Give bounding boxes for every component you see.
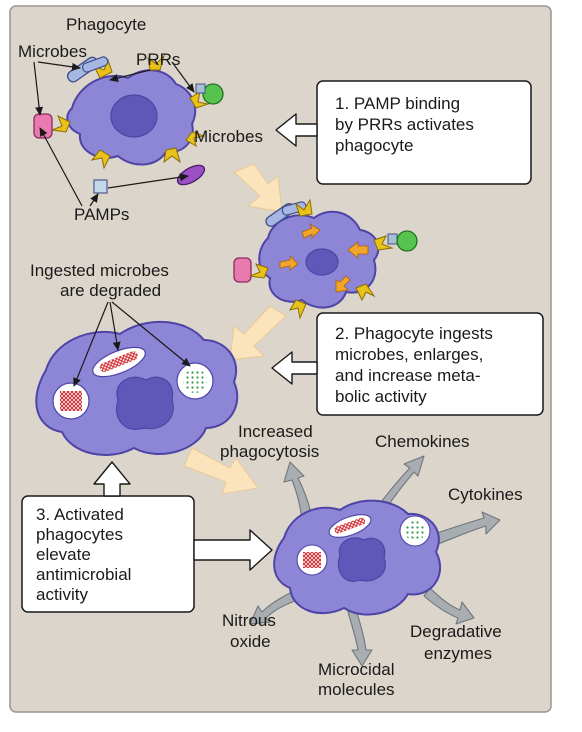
radiating-arrow-cytokines: [433, 511, 501, 545]
prr-receptor: [295, 198, 313, 217]
label-cytokines: Cytokines: [448, 485, 523, 504]
label-increased-phagocytosis: Increased phagocytosis: [220, 422, 319, 461]
prr-receptor: [90, 149, 111, 170]
microbe-blue-square: [93, 179, 108, 194]
nucleus: [337, 537, 386, 582]
radiating-arrow-microcidal: [347, 609, 373, 667]
nucleus: [305, 248, 339, 276]
label-microbes-top: Microbes: [18, 42, 87, 61]
label-microbes-right: Microbes: [194, 127, 263, 146]
signal-arrow: [335, 275, 351, 293]
step3-text: 3. Activated phagocytes elevate antimicr…: [36, 505, 136, 604]
degraded-microbe-red: [60, 391, 82, 411]
resting-phagocyte: [33, 54, 224, 194]
radiating-arrow-phagocytosis: [283, 461, 313, 521]
prr-receptor: [288, 299, 307, 320]
label-microcidal-molecules: Microcidal molecules: [318, 660, 399, 699]
step2-pointer-arrow: [271, 351, 318, 385]
step1-text: 1. PAMP binding by PRRs activates phagoc…: [335, 94, 479, 155]
prr-receptor: [355, 283, 376, 302]
label-chemokines: Chemokines: [375, 432, 470, 451]
label-ingested: Ingested microbes are degraded: [30, 261, 174, 300]
step1-pointer-arrow: [275, 113, 318, 147]
leader-lines-cell1: [33, 61, 195, 207]
nucleus: [110, 94, 158, 138]
microbe-green: [396, 230, 418, 252]
leader-lines-ingested: [73, 301, 191, 387]
flow-arrow-1: [233, 163, 283, 213]
degraded-microbe-red: [99, 351, 138, 372]
activating-phagocyte: [233, 198, 418, 320]
microbe-blue-square: [195, 83, 206, 94]
nucleus: [116, 376, 174, 430]
degraded-microbe-green: [183, 369, 207, 393]
flow-arrow-2: [229, 305, 287, 361]
prr-receptor: [50, 114, 71, 133]
microbe-blue-square: [387, 233, 398, 245]
microbe-green: [202, 83, 224, 105]
radiating-arrow-nitrous: [249, 591, 299, 625]
label-nitrous-oxide: Nitrous oxide: [222, 611, 281, 651]
prr-receptor: [163, 147, 181, 164]
label-prrs: PRRs: [136, 50, 180, 69]
degraded-microbe-red: [303, 552, 321, 568]
step2-text: 2. Phagocyte ingests microbes, enlarges,…: [335, 324, 498, 406]
degraded-microbe-green: [405, 521, 425, 541]
signal-arrow: [347, 241, 369, 259]
label-degradative-enzymes: Degradative enzymes: [410, 622, 506, 663]
microbe-blue-rod: [281, 201, 307, 216]
activated-phagocyte: [273, 499, 442, 616]
step3-pointer-up: [93, 461, 131, 497]
degraded-microbe-red: [334, 517, 366, 534]
step3-pointer-right: [193, 529, 273, 571]
prr-receptor: [147, 54, 166, 71]
signal-arrow: [301, 222, 321, 239]
prr-receptor: [248, 263, 269, 279]
radiating-arrows: [249, 455, 501, 667]
radiating-arrow-enzymes: [423, 587, 475, 625]
flow-arrow-3: [183, 447, 259, 495]
label-pamps: PAMPs: [74, 205, 129, 224]
prr-receptor: [373, 235, 394, 251]
microbe-pink: [233, 257, 252, 283]
label-phagocyte: Phagocyte: [66, 15, 146, 34]
signal-arrow: [279, 255, 299, 271]
prr-receptor: [185, 131, 206, 148]
microbe-blue-rod: [81, 56, 109, 73]
